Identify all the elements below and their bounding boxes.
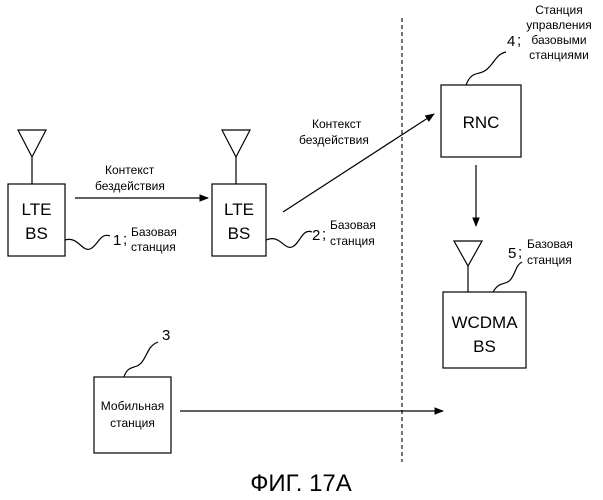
wcdma-bs-label-line2: станция: [527, 253, 572, 267]
lte-bs-1-sep: ;: [123, 231, 127, 248]
rnc-number: 4: [507, 33, 515, 50]
lte-bs-2-title: LTE: [224, 200, 254, 219]
rnc-title: RNC: [463, 113, 500, 132]
rnc-desc-line1: Станция: [535, 3, 582, 17]
lte-bs-1: LTE BS 1 ; Базовая станция: [8, 130, 177, 256]
lte-bs-2-label-line1: Базовая: [330, 218, 376, 232]
mobile-station-line2: станция: [110, 416, 155, 430]
mobile-station-leader: [124, 342, 158, 377]
lte-bs-2: LTE BS 2 ; Базовая станция: [212, 130, 376, 256]
lte-bs-1-subtitle: BS: [25, 224, 48, 243]
lte-bs-2-label-line2: станция: [330, 234, 375, 248]
context-label-2-line1: Контекст: [312, 117, 362, 131]
rnc-leader: [466, 52, 506, 85]
context-label-1-line1: Контекст: [105, 163, 155, 177]
wcdma-bs: WCDMA BS 5 ; Базовая станция: [443, 237, 573, 368]
wcdma-bs-number: 5: [508, 245, 516, 262]
mobile-station-line1: Мобильная: [101, 399, 164, 413]
wcdma-bs-sep: ;: [518, 244, 522, 261]
rnc-sep: ;: [517, 32, 521, 49]
lte-bs-2-leader: [266, 231, 312, 247]
lte-bs-1-label-line1: Базовая: [131, 225, 177, 239]
antenna-icon: [454, 241, 482, 292]
context-label-2-line2: бездействия: [299, 133, 369, 147]
lte-bs-2-box: [212, 184, 266, 256]
wcdma-bs-title: WCDMA: [451, 313, 518, 332]
lte-bs-2-number: 2: [312, 227, 320, 244]
rnc-desc-line4: станциями: [529, 48, 589, 62]
context-label-1-line2: бездействия: [95, 179, 165, 193]
wcdma-bs-leader: [493, 262, 522, 292]
rnc-desc-line3: базовыми: [531, 33, 586, 47]
lte-bs-2-subtitle: BS: [228, 224, 251, 243]
mobile-station-number: 3: [162, 327, 170, 344]
mobile-station-box: [94, 377, 171, 453]
antenna-icon: [222, 130, 250, 184]
lte-bs-2-sep: ;: [322, 226, 326, 243]
mobile-station: Мобильная станция 3: [94, 327, 171, 453]
rnc: RNC 4 ; Станция управления базовыми стан…: [441, 3, 592, 157]
antenna-icon: [18, 130, 46, 184]
wcdma-bs-subtitle: BS: [473, 337, 496, 356]
lte-bs-1-title: LTE: [22, 200, 52, 219]
wcdma-bs-label-line1: Базовая: [527, 237, 573, 251]
figure-caption: ФИГ. 17А: [250, 470, 352, 497]
lte-bs-1-label-line2: станция: [131, 240, 176, 254]
lte-bs-1-leader: [65, 235, 110, 249]
rnc-desc-line2: управления: [526, 18, 591, 32]
lte-bs-1-number: 1: [113, 232, 121, 249]
lte-bs-1-box: [8, 184, 65, 256]
